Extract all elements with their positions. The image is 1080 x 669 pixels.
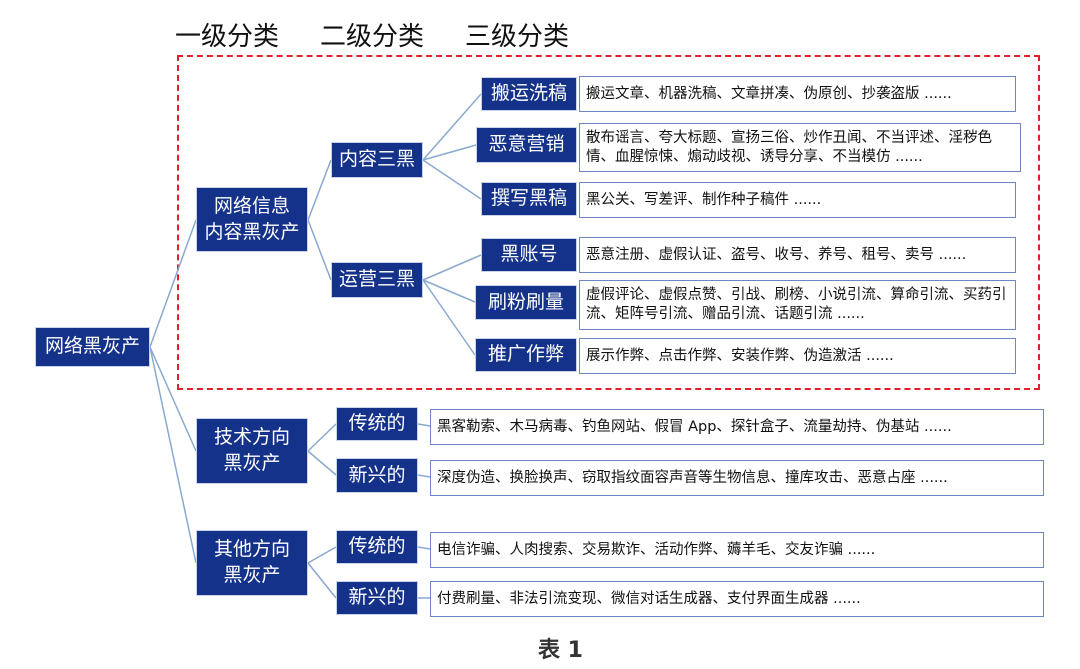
- leaf-box: 深度伪造、换脸换声、窃取指纹面容声音等生物信息、撞库攻击、恶意占座 ......: [430, 460, 1044, 496]
- header-level1: 一级分类: [175, 22, 280, 52]
- leaf-box: 电信诈骗、人肉搜索、交易欺诈、活动作弊、薅羊毛、交友诈骗 ......: [430, 532, 1044, 568]
- level3-node: 撰写黑稿: [481, 182, 577, 216]
- leaf-box: 付费刷量、非法引流变现、微信对话生成器、支付界面生成器 ......: [430, 581, 1044, 617]
- level3-node: 搬运洗稿: [481, 77, 577, 111]
- header-level2: 二级分类: [320, 22, 425, 52]
- level3-node: 刷粉刷量: [475, 285, 577, 320]
- header-level3: 三级分类: [465, 22, 570, 52]
- level2-node: 运营三黑: [331, 262, 423, 298]
- connector: [422, 93, 482, 356]
- highlight-dashed-box: [177, 55, 1040, 390]
- connector: [307, 159, 337, 599]
- level3-node: 恶意营销: [476, 127, 577, 163]
- leaf-box: 散布谣言、夸大标题、宣扬三俗、炒作丑闻、不当评述、淫秽色情、血腥惊悚、煽动歧视、…: [579, 123, 1021, 172]
- root-node: 网络黑灰产: [35, 327, 150, 367]
- leaf-box: 搬运文章、机器洗稿、文章拼凑、伪原创、抄袭盗版 ......: [579, 76, 1016, 112]
- level1-tech: 技术方向 黑灰产: [196, 418, 308, 484]
- connector: [417, 423, 431, 599]
- level2-node: 传统的: [336, 530, 418, 564]
- caption: 表 1: [538, 638, 583, 663]
- leaf-box: 黑公关、写差评、制作种子稿件 ......: [579, 182, 1016, 218]
- level2-node: 内容三黑: [331, 142, 423, 178]
- level2-node: 传统的: [336, 407, 418, 441]
- level3-node: 黑账号: [481, 238, 577, 272]
- level1-other: 其他方向 黑灰产: [196, 530, 308, 596]
- connector: [149, 219, 197, 564]
- level3-node: 推广作弊: [475, 338, 577, 372]
- leaf-box: 虚假评论、虚假点赞、引战、刷榜、小说引流、算命引流、买药引流、矩阵号引流、赠品引…: [579, 280, 1016, 330]
- level2-node: 新兴的: [336, 458, 418, 493]
- level2-node: 新兴的: [336, 581, 418, 615]
- leaf-box: 黑客勒索、木马病毒、钓鱼网站、假冒 App、探针盒子、流量劫持、伪基站 ....…: [430, 409, 1044, 445]
- leaf-box: 展示作弊、点击作弊、安装作弊、伪造激活 ......: [579, 338, 1016, 374]
- level1-content: 网络信息 内容黑灰产: [196, 187, 308, 252]
- leaf-box: 恶意注册、虚假认证、盗号、收号、养号、租号、卖号 ......: [579, 237, 1016, 273]
